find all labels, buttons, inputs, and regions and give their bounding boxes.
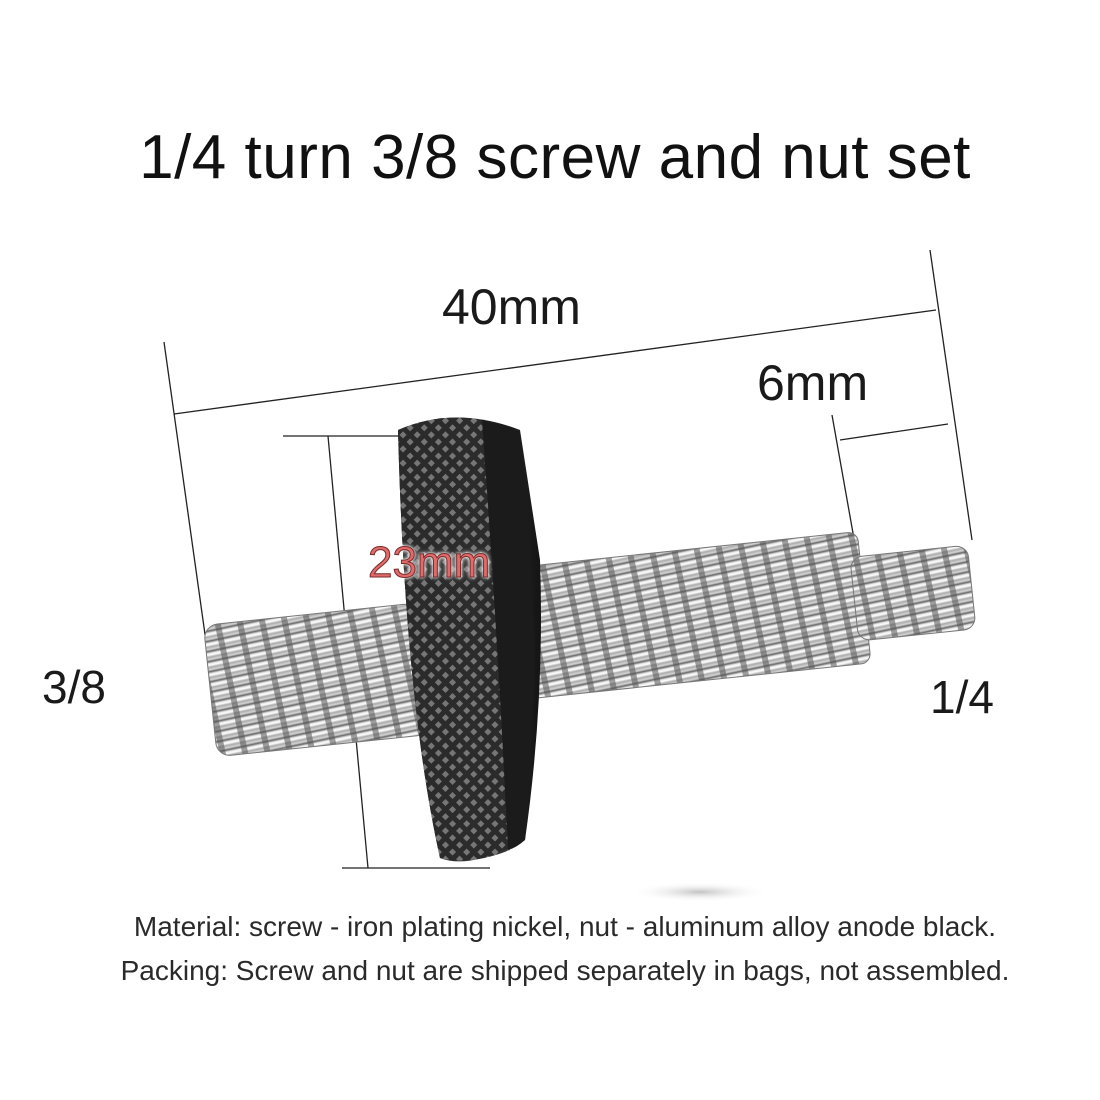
nut-diameter-label: 23mm xyxy=(367,538,491,588)
drop-shadow xyxy=(630,882,770,902)
packing-note: Packing: Screw and nut are shipped separ… xyxy=(120,955,1010,986)
total-length-label: 40mm xyxy=(442,279,581,335)
dimension-line-6mm xyxy=(831,414,949,551)
dimension-line-40mm xyxy=(163,249,973,671)
screw-body xyxy=(204,532,976,756)
product-title: 1/4 turn 3/8 screw and nut set xyxy=(139,123,971,192)
material-note: Material: screw - iron plating nickel, n… xyxy=(133,911,997,942)
knurled-nut xyxy=(398,417,541,862)
small-thread-length-label: 6mm xyxy=(757,355,869,411)
right-thread-size-label: 1/4 xyxy=(930,671,994,723)
left-thread-size-label: 3/8 xyxy=(42,661,106,713)
